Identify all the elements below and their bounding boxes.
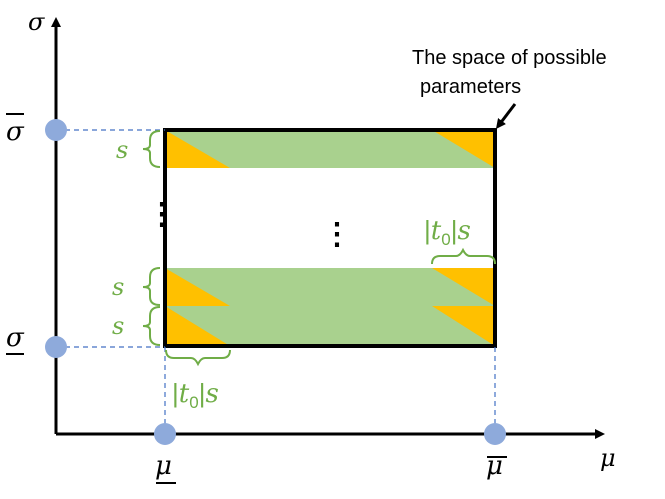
brace-s-mid [142, 267, 161, 306]
label-s-bottom: s [112, 312, 124, 340]
t0s-bottom-sub: 0 [189, 393, 198, 412]
brace-t0s-bottom [165, 349, 231, 367]
tick-sigma-lower-label: σ [6, 323, 25, 353]
label-s-mid: s [112, 273, 124, 301]
label-t0s-bottom: |t0|s [172, 378, 219, 412]
triangle-mid-left [165, 268, 230, 306]
triangle-top-right [432, 130, 495, 168]
annotation: The space of possible parameters [412, 47, 607, 129]
t0s-bottom-bar-close: | [199, 378, 206, 408]
tick-mu-upper-label: μ [486, 451, 503, 481]
braces [142, 130, 496, 367]
dot-mu-upper [484, 423, 506, 445]
t0s-right-s: s [457, 216, 470, 246]
dot-sigma-lower [45, 336, 67, 358]
triangle-low-right [432, 306, 495, 346]
brace-s-low [142, 306, 161, 346]
triangles [165, 130, 495, 346]
t0s-right-t: t [431, 216, 442, 246]
vdots-center: ⋮ [322, 218, 352, 251]
x-axis-symbol: μ [600, 444, 616, 472]
annotation-line1: The space of possible [412, 47, 607, 69]
t0s-right-bar-open: | [424, 215, 431, 245]
t0s-right-bar-close: | [451, 215, 458, 245]
triangle-mid-right [432, 268, 495, 306]
tick-dots [45, 119, 506, 445]
label-s-top: s [116, 136, 128, 164]
t0s-bottom-t: t [179, 379, 190, 409]
band-top [165, 130, 495, 168]
t0s-bottom-s: s [205, 379, 218, 409]
triangle-low-left [165, 306, 230, 346]
t0s-bottom-bar-open: | [172, 378, 179, 408]
brace-t0s-right [431, 247, 496, 265]
annotation-line2: parameters [420, 76, 521, 98]
t0s-right-sub: 0 [441, 230, 450, 249]
tick-mu-lower-label: μ [155, 451, 172, 481]
annotation-arrow [495, 103, 517, 129]
vdots-left: ⋮ [147, 198, 177, 231]
dot-sigma-upper [45, 119, 67, 141]
tick-sigma-lower: σ [6, 323, 25, 355]
dashed-guides [56, 129, 496, 434]
label-t0s-right: |t0|s [424, 215, 471, 249]
tick-mu-upper: μ [486, 451, 507, 481]
brace-s-top [142, 130, 161, 168]
tick-sigma-upper: σ [6, 113, 25, 147]
tick-sigma-upper-label: σ [6, 117, 25, 147]
y-axis-symbol: σ [28, 8, 45, 36]
triangle-top-left [165, 130, 230, 168]
axes [51, 17, 605, 439]
dot-mu-lower [154, 423, 176, 445]
parameter-space-rect [163, 128, 497, 348]
tick-mu-lower: μ [155, 451, 176, 484]
